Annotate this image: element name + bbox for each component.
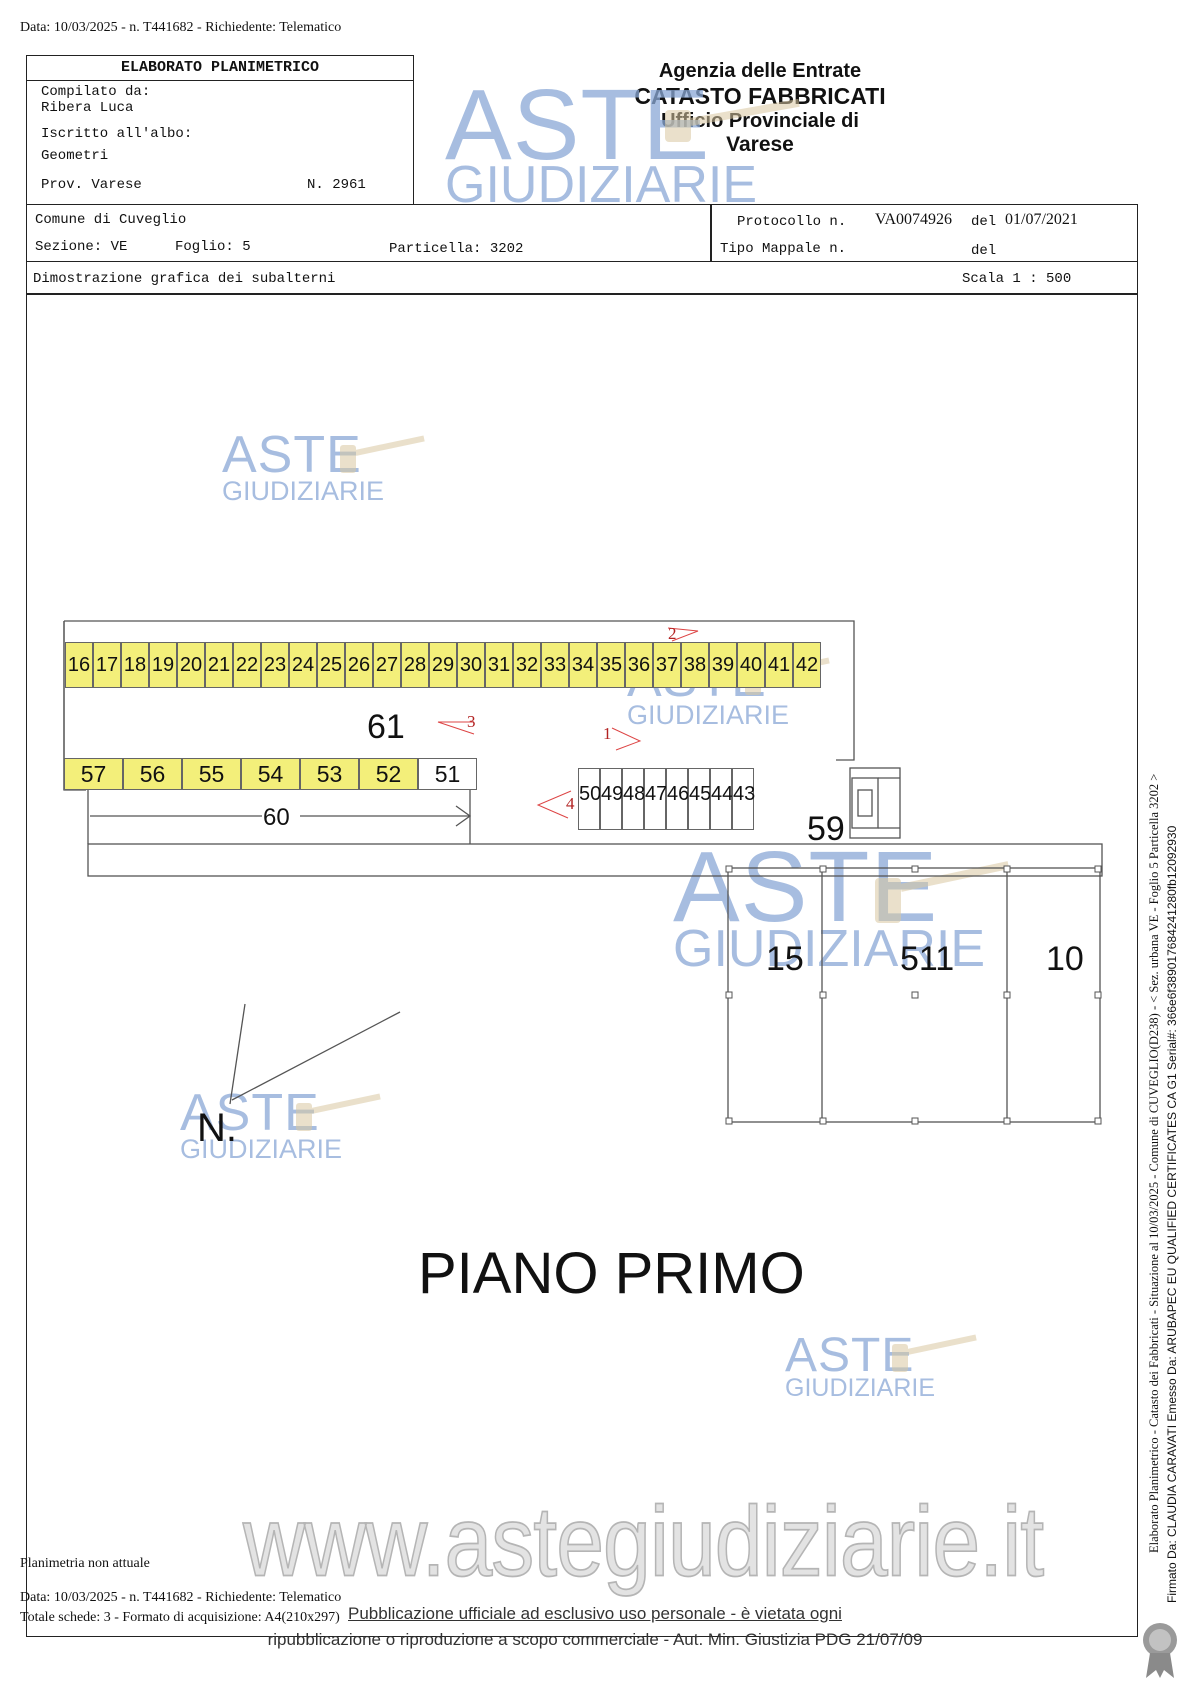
- protocollo-date: 01/07/2021: [1005, 211, 1078, 228]
- particella-label: Particella: 3202: [389, 241, 524, 257]
- floor-title: PIANO PRIMO: [418, 1241, 805, 1306]
- stall-44: 44: [710, 768, 733, 830]
- stall-29: 29: [429, 642, 457, 688]
- arrow-4-label: 4: [566, 794, 575, 813]
- protocollo-del: del: [971, 214, 997, 230]
- unit-60-label: 60: [263, 804, 290, 831]
- publication-line-1: Pubblicazione ufficiale ad esclusivo uso…: [348, 1604, 842, 1623]
- drawing-frame: Dimostrazione grafica dei subalterni Sca…: [26, 261, 1138, 1637]
- arrow-1-label: 1: [603, 724, 612, 743]
- dimostrazione-label: Dimostrazione grafica dei subalterni: [33, 271, 336, 287]
- stall-36: 36: [625, 642, 653, 688]
- prov-number: N. 2961: [307, 177, 366, 193]
- unit-61-label: 61: [367, 708, 405, 746]
- stall-20: 20: [177, 642, 205, 688]
- stall-28: 28: [401, 642, 429, 688]
- unit-59-label: 59: [807, 810, 845, 848]
- protocollo-label: Protocollo n.: [737, 214, 847, 230]
- scala-label: Scala 1 : 500: [962, 271, 1072, 287]
- stall-50: 50: [578, 768, 601, 830]
- compilato-name: Ribera Luca: [41, 100, 134, 116]
- info-box: Comune di Cuveglio Protocollo n. VA00749…: [26, 204, 1138, 262]
- stall-54: 54: [241, 758, 300, 790]
- footer-data-line: Data: 10/03/2025 - n. T441682 - Richiede…: [20, 1590, 342, 1605]
- comune-label: Comune di Cuveglio: [35, 212, 187, 228]
- publication-notice: Pubblicazione ufficiale ad esclusivo uso…: [200, 1604, 990, 1650]
- stall-24: 24: [289, 642, 317, 688]
- stall-31: 31: [485, 642, 513, 688]
- stall-23: 23: [261, 642, 289, 688]
- top-data-line: Data: 10/03/2025 - n. T441682 - Richiede…: [20, 20, 342, 35]
- stall-47: 47: [644, 768, 667, 830]
- agency-line-1: Agenzia delle Entrate: [658, 60, 862, 82]
- stalls-middle-row: 57 56 55 54 53 52 51: [64, 758, 477, 790]
- watermark-url: www.astegiudiziarie.it: [242, 1486, 1045, 1598]
- stall-49: 49: [600, 768, 623, 830]
- stalls-right-row: 50 49 48 47 46 45 44 43: [578, 768, 755, 830]
- stall-33: 33: [541, 642, 569, 688]
- arrow-3-label: 3: [467, 712, 476, 731]
- tipo-mappale-del: del: [971, 243, 997, 259]
- stalls-top-row: 16 17 18 19 20 21 22 23 24 25 26 27 28 2…: [65, 642, 821, 688]
- stall-35: 35: [597, 642, 625, 688]
- stall-22: 22: [233, 642, 261, 688]
- stall-52: 52: [359, 758, 418, 790]
- compiler-box: ELABORATO PLANIMETRICO Compilato da: Rib…: [26, 55, 414, 205]
- stall-17: 17: [93, 642, 121, 688]
- stall-18: 18: [121, 642, 149, 688]
- seal-icon: [1143, 1623, 1177, 1678]
- stall-34: 34: [569, 642, 597, 688]
- albo-value: Geometri: [41, 148, 109, 164]
- stall-27: 27: [373, 642, 401, 688]
- stall-25: 25: [317, 642, 345, 688]
- stall-21: 21: [205, 642, 233, 688]
- stall-42: 42: [793, 642, 821, 688]
- footer-totale: Totale schede: 3 - Formato di acquisizio…: [20, 1610, 340, 1625]
- sezione-label: Sezione: VE: [35, 239, 128, 255]
- stall-43: 43: [732, 768, 755, 830]
- stall-57: 57: [64, 758, 123, 790]
- albo-label: Iscritto all'albo:: [41, 126, 193, 142]
- stall-48: 48: [622, 768, 645, 830]
- unit-511-label: 511: [900, 940, 955, 978]
- north-label: N.: [197, 1106, 237, 1150]
- stall-55: 55: [182, 758, 241, 790]
- info-divider: [710, 205, 712, 261]
- stall-51: 51: [418, 758, 477, 790]
- unit-10-label: 10: [1046, 940, 1084, 978]
- publication-line-2: ripubblicazione o riproduzione a scopo c…: [267, 1630, 923, 1649]
- agency-line-4: Varese: [726, 133, 794, 156]
- stall-39: 39: [709, 642, 737, 688]
- stall-32: 32: [513, 642, 541, 688]
- agency-line-2: CATASTO FABBRICATI: [634, 83, 886, 109]
- foglio-label: Foglio: 5: [175, 239, 251, 255]
- compilato-label: Compilato da:: [41, 84, 151, 100]
- stall-40: 40: [737, 642, 765, 688]
- stall-41: 41: [765, 642, 793, 688]
- stall-56: 56: [123, 758, 182, 790]
- stall-30: 30: [457, 642, 485, 688]
- stall-37: 37: [653, 642, 681, 688]
- arrow-2-label: 2: [668, 624, 677, 643]
- unit-15-label: 15: [766, 940, 804, 978]
- planimetria-non-attuale: Planimetria non attuale: [20, 1556, 150, 1571]
- stall-38: 38: [681, 642, 709, 688]
- stall-46: 46: [666, 768, 689, 830]
- tipo-mappale-label: Tipo Mappale n.: [720, 241, 847, 257]
- prov-label: Prov. Varese: [41, 177, 142, 193]
- protocollo-value: VA0074926: [875, 211, 953, 228]
- side-catasto-line: Elaborato Planimetrico - Catasto dei Fab…: [1147, 773, 1161, 1553]
- side-signature-line: Firmato Da: CLAUDIA CARAVATI Emesso Da: …: [1165, 825, 1179, 1603]
- stall-45: 45: [688, 768, 711, 830]
- stall-53: 53: [300, 758, 359, 790]
- stall-19: 19: [149, 642, 177, 688]
- stall-16: 16: [65, 642, 93, 688]
- document-title: ELABORATO PLANIMETRICO: [27, 56, 413, 81]
- stall-26: 26: [345, 642, 373, 688]
- dimostrazione-divider: [27, 293, 1137, 295]
